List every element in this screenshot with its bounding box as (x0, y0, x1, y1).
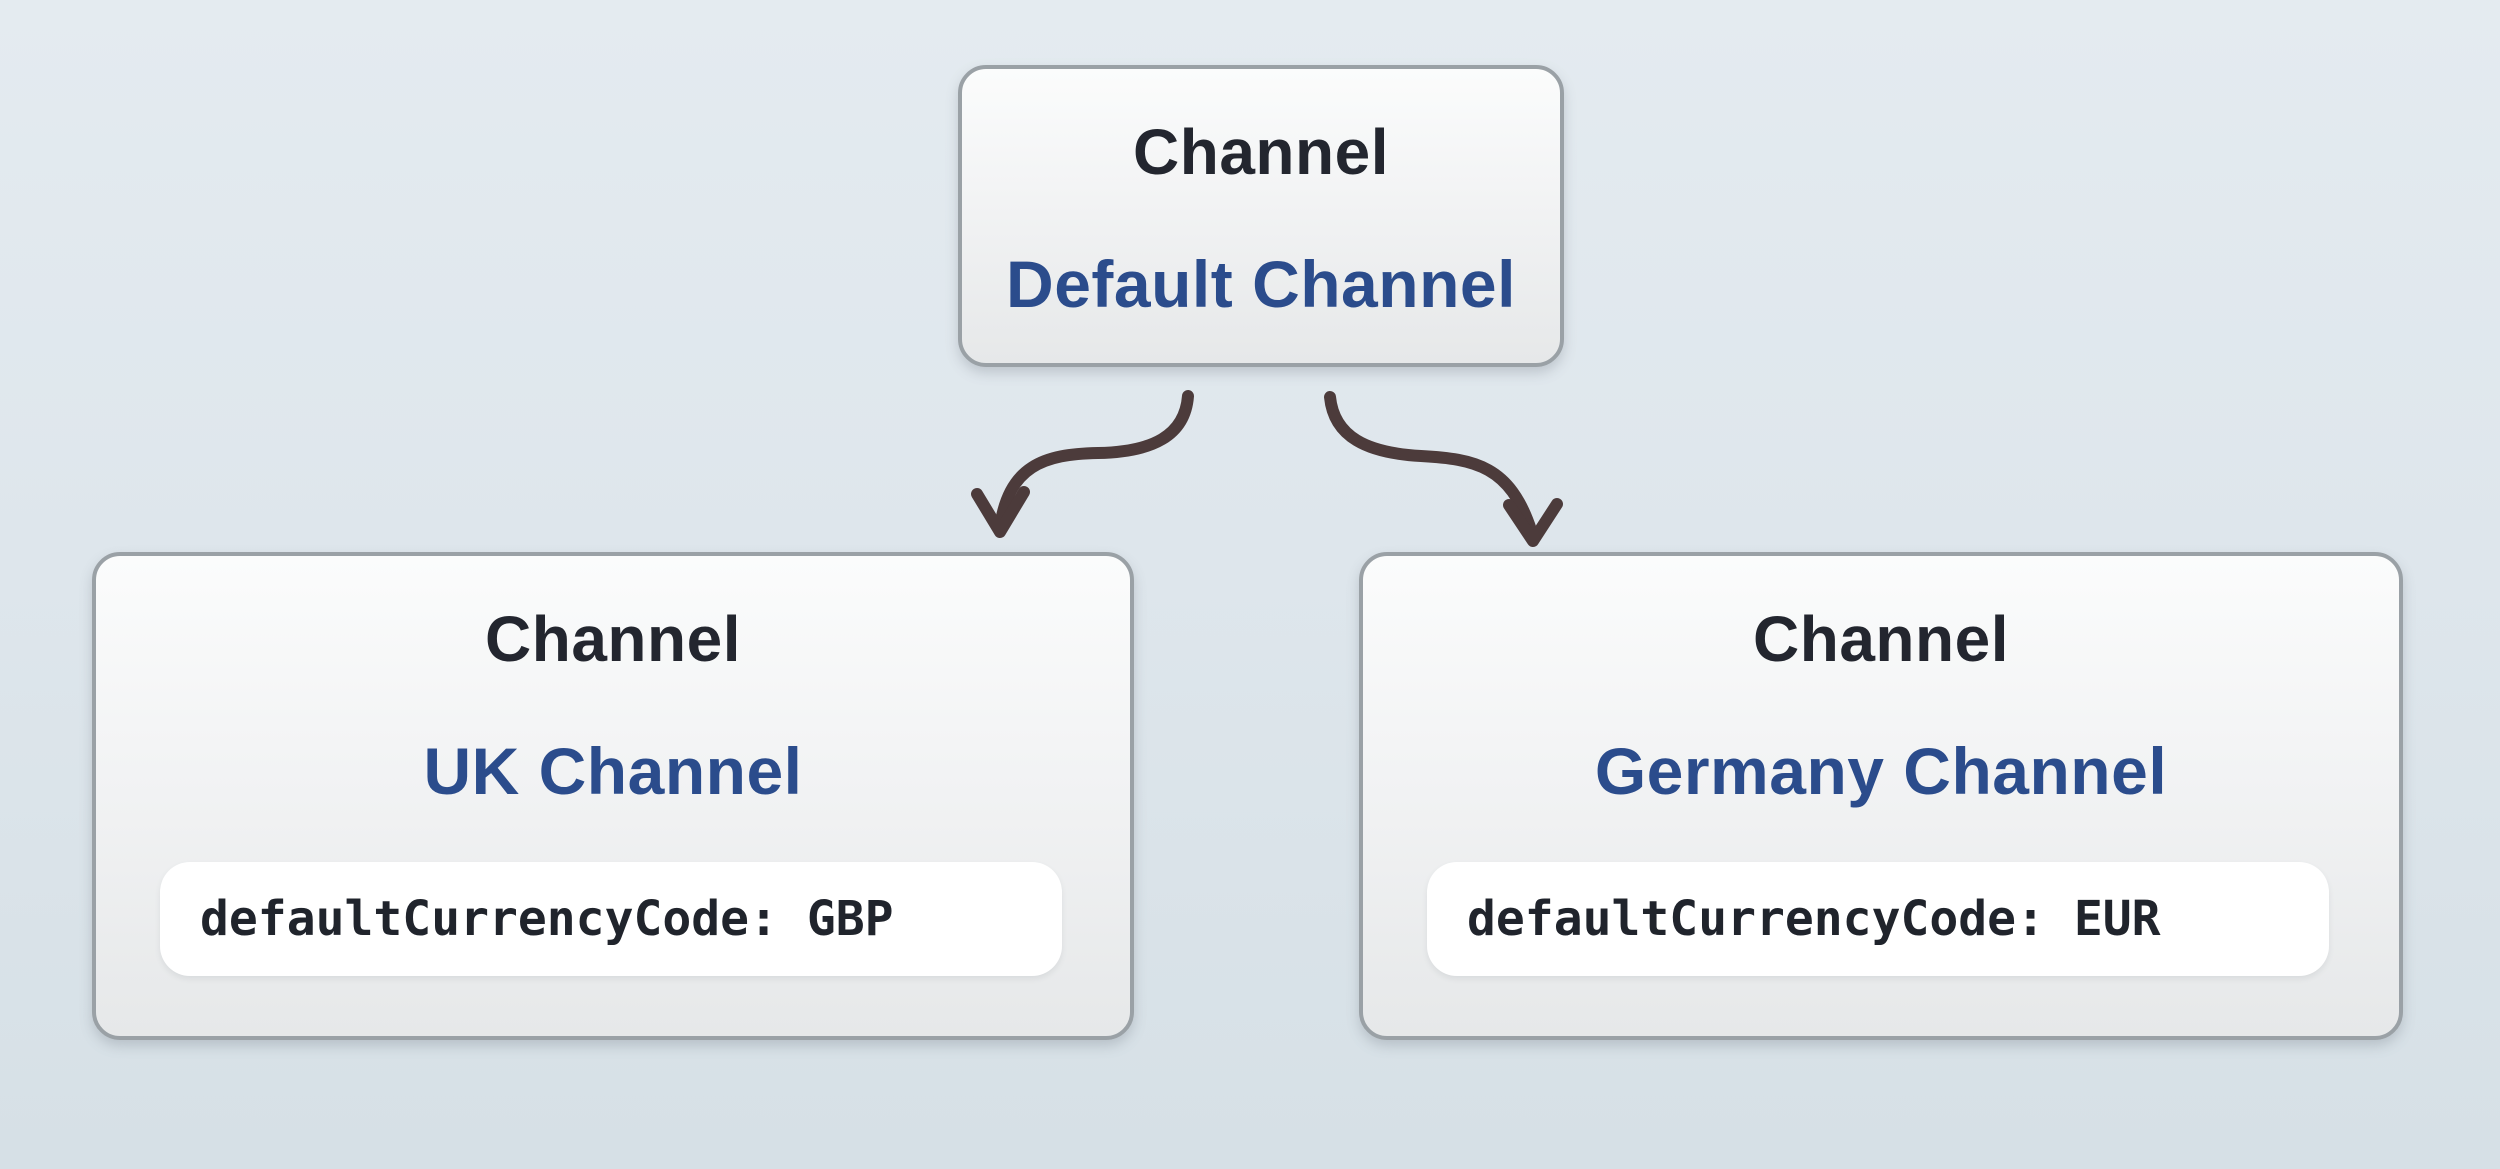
node-germany-channel: Channel Germany Channel defaultCurrencyC… (1359, 552, 2403, 1040)
node-type-label: Channel (1753, 603, 2009, 675)
node-type-label: Channel (1133, 116, 1389, 188)
node-name-label: UK Channel (423, 734, 803, 808)
node-type-label: Channel (485, 603, 741, 675)
attribute-code: defaultCurrencyCode: GBP (200, 891, 894, 947)
arrow-default-to-uk (971, 390, 1194, 538)
attribute-pill: defaultCurrencyCode: GBP (160, 862, 1062, 976)
node-uk-channel: Channel UK Channel defaultCurrencyCode: … (92, 552, 1134, 1040)
attribute-code: defaultCurrencyCode: EUR (1467, 891, 2161, 947)
attribute-pill: defaultCurrencyCode: EUR (1427, 862, 2329, 976)
node-name-label: Germany Channel (1594, 734, 2168, 808)
arrow-default-to-germany (1324, 391, 1563, 547)
arrowhead-germany (1503, 498, 1563, 547)
arrowhead-uk (971, 486, 1030, 538)
node-name-label: Default Channel (1006, 247, 1516, 321)
node-default-channel: Channel Default Channel (958, 65, 1564, 367)
